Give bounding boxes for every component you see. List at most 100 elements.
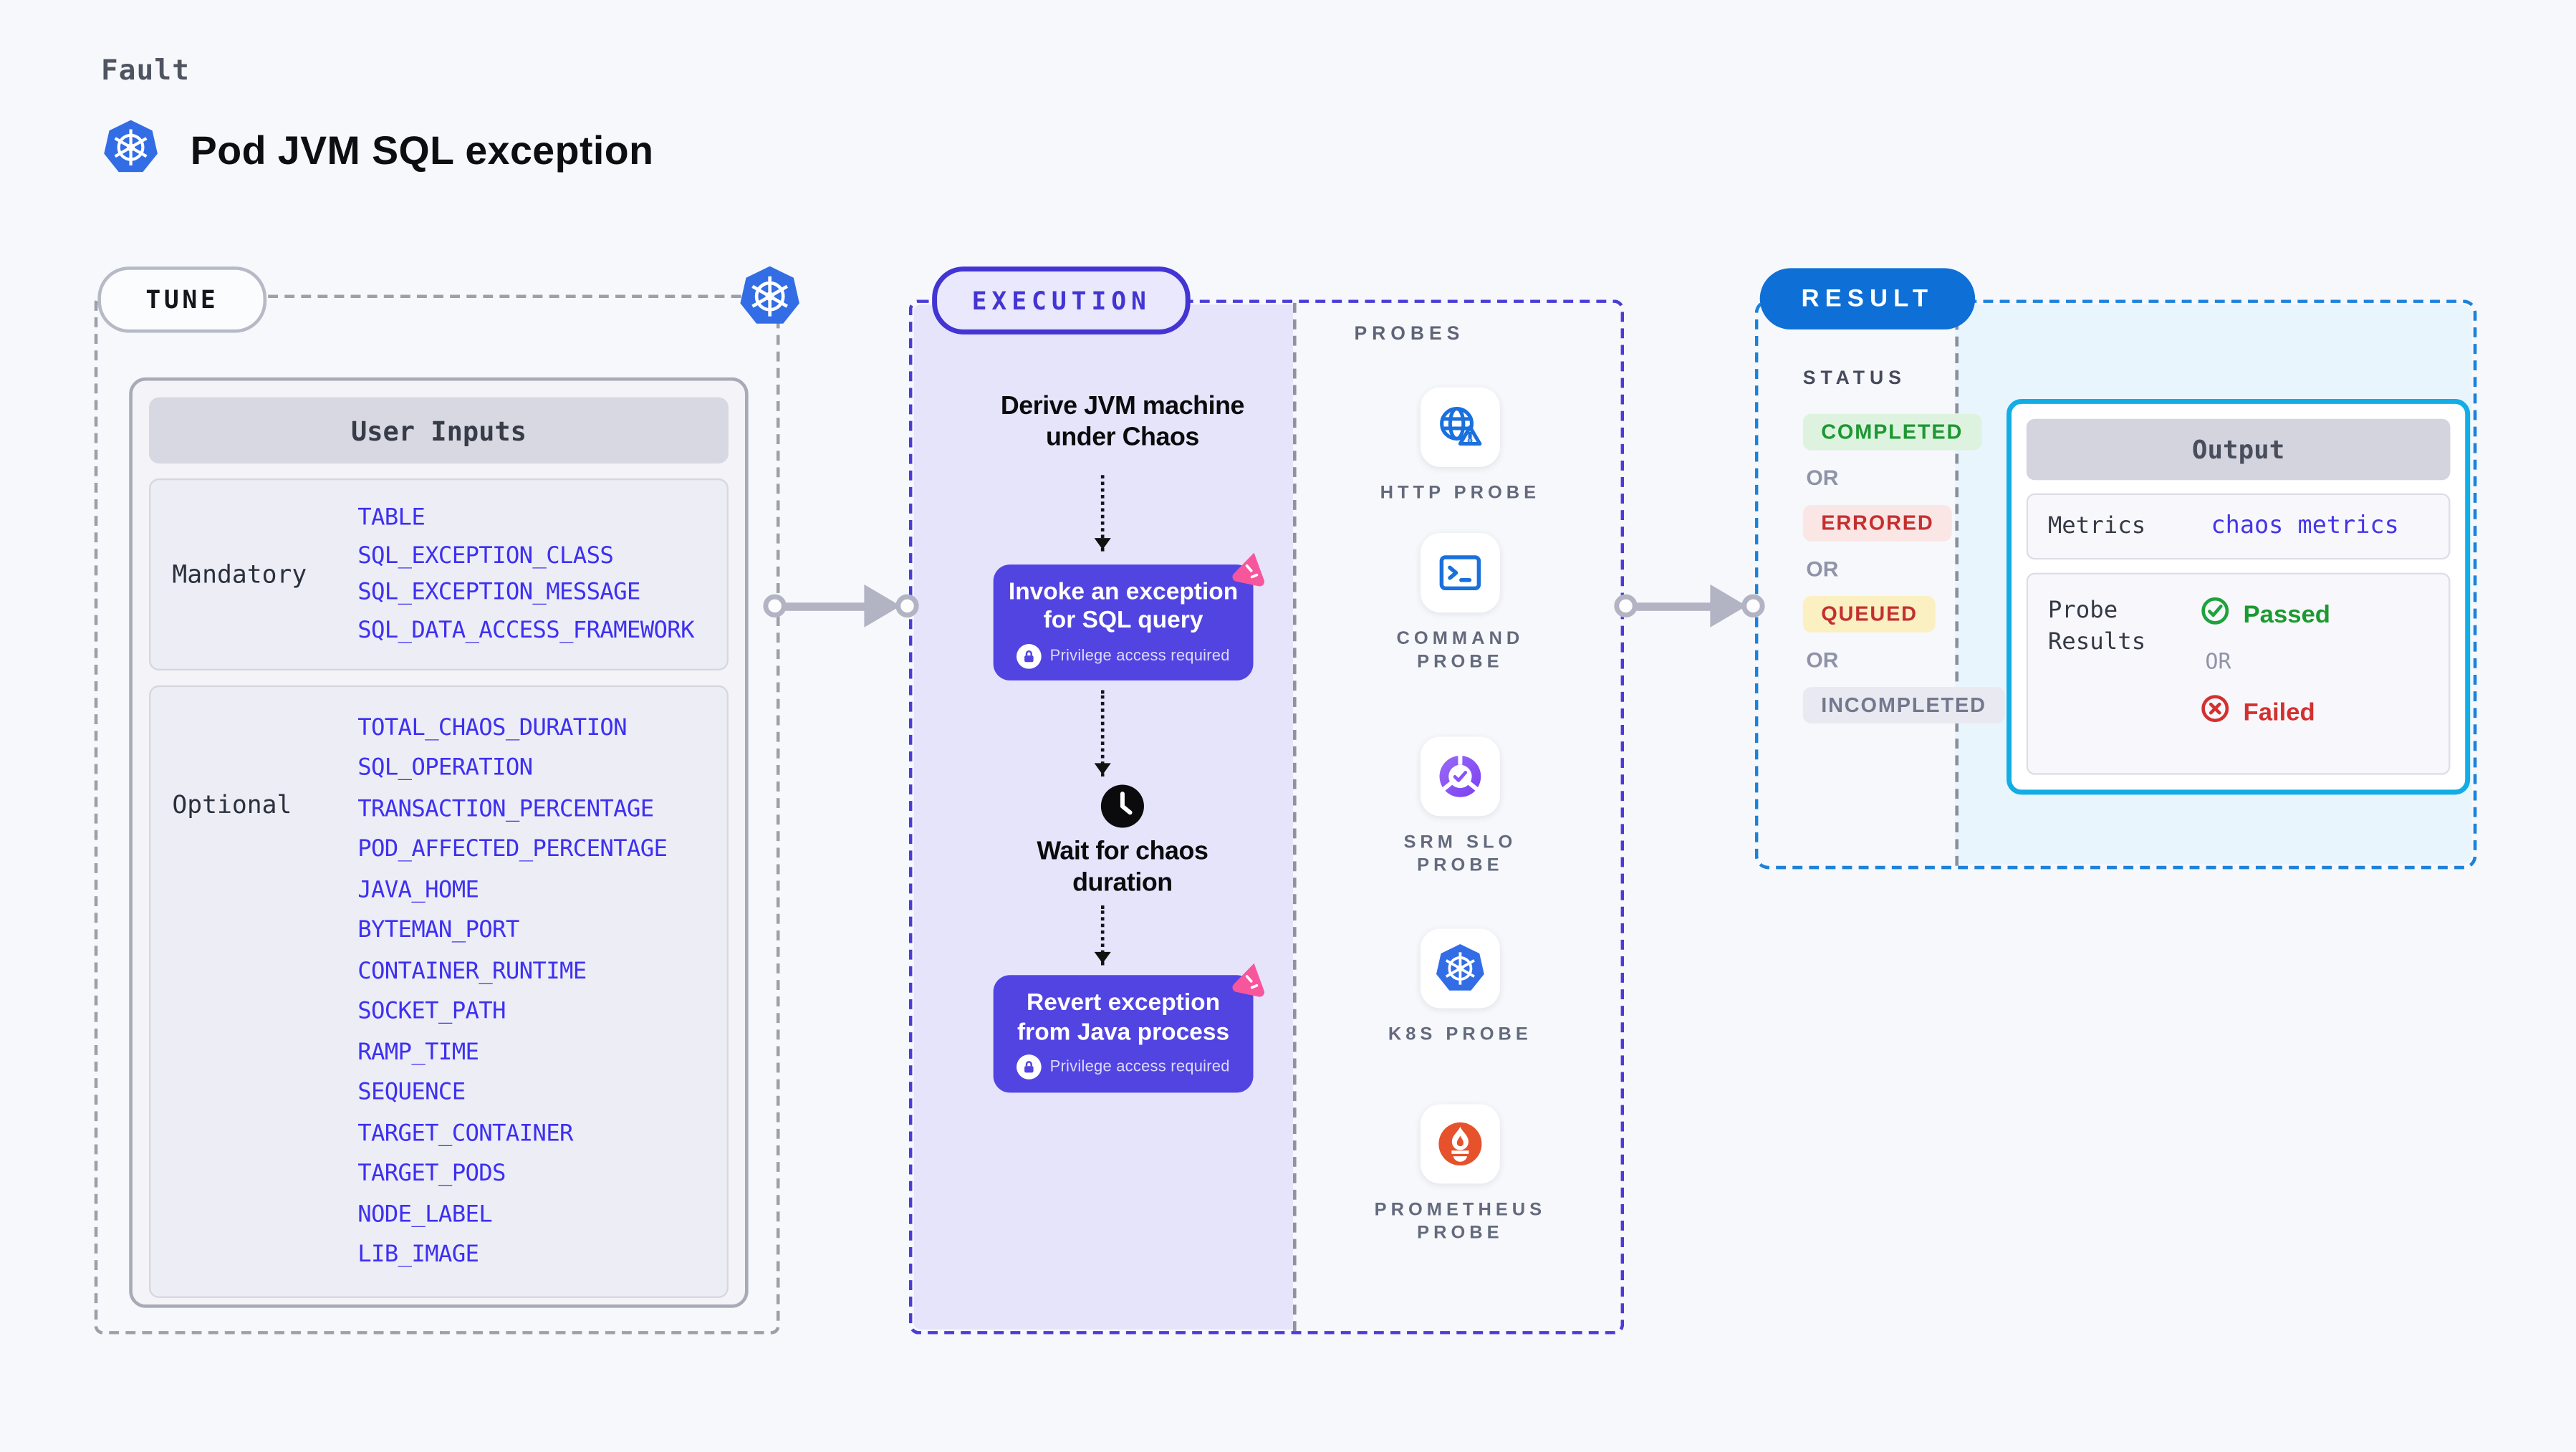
probe-label: SRM SLO PROBE xyxy=(1403,832,1517,876)
output-header: Output xyxy=(2026,418,2451,481)
node-title: Revert exception from Java process xyxy=(1017,990,1230,1046)
kubernetes-corner-icon xyxy=(735,261,804,340)
probe-label: COMMAND PROBE xyxy=(1396,629,1524,673)
param-item: POD_AFFECTED_PERCENTAGE xyxy=(357,836,668,863)
tune-to-execution-arrow xyxy=(763,584,919,628)
status-column: STATUS COMPLETED OR ERRORED OR QUEUED OR… xyxy=(1802,369,2005,723)
execution-section-box: Derive JVM machine under Chaos Invoke an… xyxy=(908,299,1625,1335)
probe-label: PROMETHEUS PROBE xyxy=(1374,1200,1547,1244)
metrics-label: Metrics xyxy=(2047,513,2146,540)
arrowhead xyxy=(1710,584,1747,628)
connector-dot xyxy=(895,594,919,618)
status-badge-completed: COMPLETED xyxy=(1802,413,1981,451)
execution-badge: EXECUTION xyxy=(932,266,1191,335)
fault-kicker: Fault xyxy=(100,54,191,88)
tune-section-box xyxy=(94,294,780,1335)
x-circle-icon xyxy=(2200,693,2230,730)
user-inputs-panel: User Inputs Mandatory TABLE SQL_EXCEPTIO… xyxy=(129,377,749,1308)
litmus-chaos-icon xyxy=(1226,955,1274,1010)
param-item: CONTAINER_RUNTIME xyxy=(357,958,587,985)
page-title-row: Pod JVM SQL exception xyxy=(100,116,654,187)
or-separator: OR xyxy=(2205,650,2231,675)
command-probe-icon xyxy=(1420,533,1500,613)
privilege-note: Privilege access required xyxy=(1017,643,1229,668)
http-probe-icon xyxy=(1420,387,1500,467)
optional-values: TOTAL_CHAOS_DURATION SQL_OPERATION TRANS… xyxy=(357,687,726,1296)
param-item: LIB_IMAGE xyxy=(357,1242,479,1269)
param-item: TARGET_CONTAINER xyxy=(357,1120,573,1148)
param-item: TRANSACTION_PERCENTAGE xyxy=(357,795,654,822)
lock-icon xyxy=(1017,1054,1042,1080)
optional-label: Optional xyxy=(172,789,292,819)
connector-dot xyxy=(763,594,787,618)
or-separator: OR xyxy=(1806,465,1839,491)
invoke-exception-node: Invoke an exception for SQL query Privil… xyxy=(993,552,1264,681)
param-item: TARGET_PODS xyxy=(357,1160,506,1188)
derive-step-label: Derive JVM machine under Chaos xyxy=(1000,392,1245,452)
probe-results-values: Passed OR Failed xyxy=(2200,574,2330,773)
or-separator: OR xyxy=(1806,647,1839,673)
metrics-row: Metrics chaos metrics xyxy=(2026,493,2451,560)
k8s-probe-icon xyxy=(1420,928,1500,1009)
status-label: STATUS xyxy=(1802,369,1906,390)
node-title: Invoke an exception for SQL query xyxy=(1008,578,1239,635)
flow-arrow-down xyxy=(1094,690,1111,777)
param-item: NODE_LABEL xyxy=(357,1201,493,1229)
connector-dot xyxy=(1741,594,1765,618)
status-badge-queued: QUEUED xyxy=(1802,595,1936,633)
lock-icon xyxy=(1017,643,1042,668)
privilege-note-text: Privilege access required xyxy=(1049,646,1230,665)
output-panel: Output Metrics chaos metrics Probe Resul… xyxy=(2007,398,2471,795)
param-item: SQL_EXCEPTION_CLASS xyxy=(357,542,614,569)
page-title: Pod JVM SQL exception xyxy=(190,128,654,173)
probe-label: K8S PROBE xyxy=(1388,1024,1532,1045)
status-badge-incompleted: INCOMPLETED xyxy=(1802,687,2005,723)
arrowhead xyxy=(864,584,901,628)
probe-item-srm-slo: SRM SLO PROBE xyxy=(1294,736,1625,877)
probe-results-row: Probe Results Passed OR xyxy=(2026,572,2451,775)
param-item: SQL_OPERATION xyxy=(357,755,533,782)
wait-step-label: Wait for chaos duration xyxy=(1037,837,1208,898)
kubernetes-icon xyxy=(100,116,163,187)
probe-item-k8s: K8S PROBE xyxy=(1294,928,1625,1047)
srm-slo-probe-icon xyxy=(1420,736,1500,817)
probe-item-prometheus: PROMETHEUS PROBE xyxy=(1294,1104,1625,1245)
status-badge-errored: ERRORED xyxy=(1802,504,1953,542)
execution-probes-divider xyxy=(1292,302,1297,1332)
param-item: SOCKET_PATH xyxy=(357,999,506,1026)
execution-to-result-arrow xyxy=(1614,584,1765,628)
revert-exception-node: Revert exception from Java process Privi… xyxy=(993,963,1264,1093)
mandatory-label: Mandatory xyxy=(172,559,307,590)
param-item: RAMP_TIME xyxy=(357,1039,479,1066)
result-badge: RESULT xyxy=(1759,268,1975,330)
probe-label: HTTP PROBE xyxy=(1380,483,1541,504)
probe-item-http: HTTP PROBE xyxy=(1294,387,1625,505)
result-divider xyxy=(1955,302,1959,866)
param-item: TOTAL_CHAOS_DURATION xyxy=(357,714,627,741)
passed-line: Passed xyxy=(2200,596,2330,633)
privilege-note-text: Privilege access required xyxy=(1049,1057,1230,1077)
flow-arrow-down xyxy=(1094,475,1111,552)
failed-label: Failed xyxy=(2243,698,2315,726)
litmus-chaos-icon xyxy=(1226,544,1274,600)
probe-item-command: COMMAND PROBE xyxy=(1294,533,1625,673)
clock-icon xyxy=(1100,783,1146,837)
flow-arrow-down xyxy=(1094,905,1111,966)
failed-line: Failed xyxy=(2200,693,2330,730)
param-item: SQL_DATA_ACCESS_FRAMEWORK xyxy=(357,617,694,645)
connector-dot xyxy=(1614,594,1638,618)
check-circle-icon xyxy=(2200,596,2230,633)
optional-inputs-row: Optional TOTAL_CHAOS_DURATION SQL_OPERAT… xyxy=(148,685,729,1298)
mandatory-values: TABLE SQL_EXCEPTION_CLASS SQL_EXCEPTION_… xyxy=(357,480,726,668)
param-item: SEQUENCE xyxy=(357,1080,466,1107)
tune-badge: TUNE xyxy=(97,266,267,333)
param-item: SQL_EXCEPTION_MESSAGE xyxy=(357,580,640,607)
metrics-value: chaos metrics xyxy=(2211,513,2399,540)
probe-results-label: Probe Results xyxy=(2047,597,2146,656)
prometheus-probe-icon xyxy=(1420,1104,1500,1184)
result-section-box: STATUS COMPLETED OR ERRORED OR QUEUED OR… xyxy=(1754,299,2477,870)
passed-label: Passed xyxy=(2243,600,2330,629)
param-item: JAVA_HOME xyxy=(357,877,479,904)
param-item: TABLE xyxy=(357,504,426,532)
